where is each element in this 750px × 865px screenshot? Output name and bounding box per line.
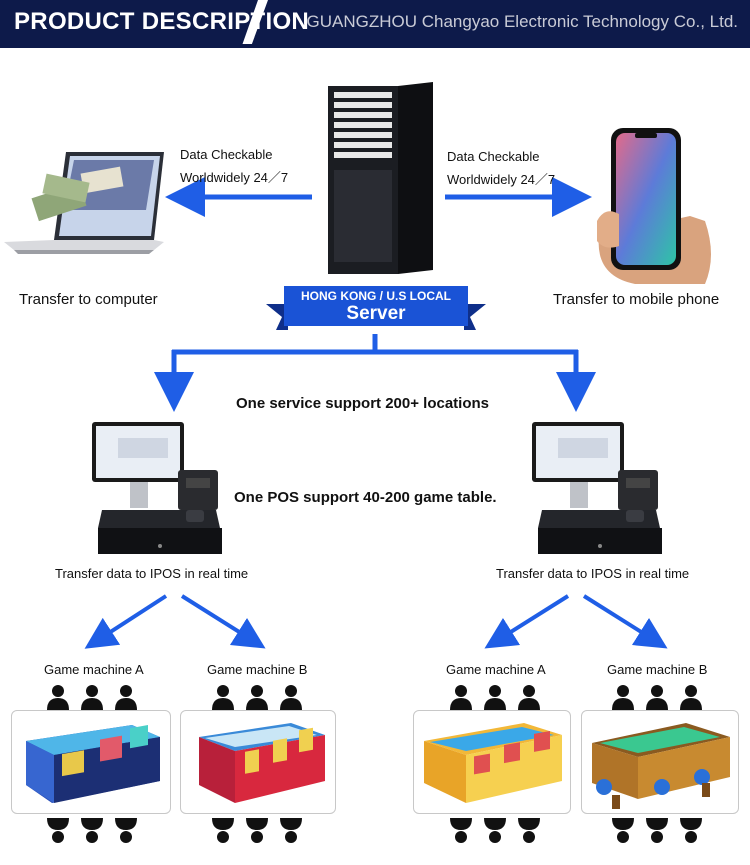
server-ribbon-main: Server [346, 303, 406, 324]
phone-caption: Transfer to mobile phone [553, 291, 720, 308]
fish-table-a-icon [26, 725, 160, 803]
left-machine-a-label: Game machine A [44, 662, 144, 677]
right-machine-b-card [581, 710, 739, 814]
laptop-icon [4, 152, 164, 254]
header-bar: PRODUCT DESCRIPTION GUANGZHOU Changyao E… [0, 0, 750, 48]
server-ribbon-top: HONG KONG / U.S LOCAL [301, 289, 451, 303]
right-data-line1: Data Checkable [447, 149, 540, 164]
right-machine-a-card [413, 710, 571, 814]
left-data-line1: Data Checkable [180, 147, 273, 162]
right-data-line2: Worldwidely 24／7 [447, 172, 556, 187]
arrow-left-b [180, 594, 266, 649]
pos-terminal-right-icon [532, 422, 662, 554]
left-data-line2: Worldwidely 24／7 [180, 170, 289, 185]
arrow-right-b [582, 594, 668, 649]
computer-caption: Transfer to computer [19, 291, 158, 308]
fish-table-d-icon [592, 723, 730, 809]
right-machine-b-label: Game machine B [607, 662, 708, 677]
fish-table-b-icon [199, 723, 325, 803]
pos-left-caption: Transfer data to IPOS in real time [55, 566, 249, 581]
left-machine-b-label: Game machine B [207, 662, 308, 677]
server-ribbon [266, 286, 486, 330]
page-title: PRODUCT DESCRIPTION [14, 8, 310, 35]
header-tab [0, 0, 258, 44]
pos-note: One POS support 40-200 game table. [234, 489, 497, 506]
left-machine-a-card [11, 710, 171, 814]
arrow-right-a [484, 594, 570, 649]
company-name: GUANGZHOU Changyao Electronic Technology… [306, 12, 739, 31]
left-machine-b-card [180, 710, 336, 814]
pos-terminal-left-icon [92, 422, 222, 554]
fish-table-c-icon [424, 723, 562, 803]
right-machine-a-label: Game machine A [446, 662, 546, 677]
service-note: One service support 200+ locations [236, 395, 490, 412]
smartphone-icon [597, 128, 711, 284]
pos-right-caption: Transfer data to IPOS in real time [496, 566, 690, 581]
server-tower-icon [328, 82, 433, 274]
arrow-left-a [84, 594, 168, 649]
